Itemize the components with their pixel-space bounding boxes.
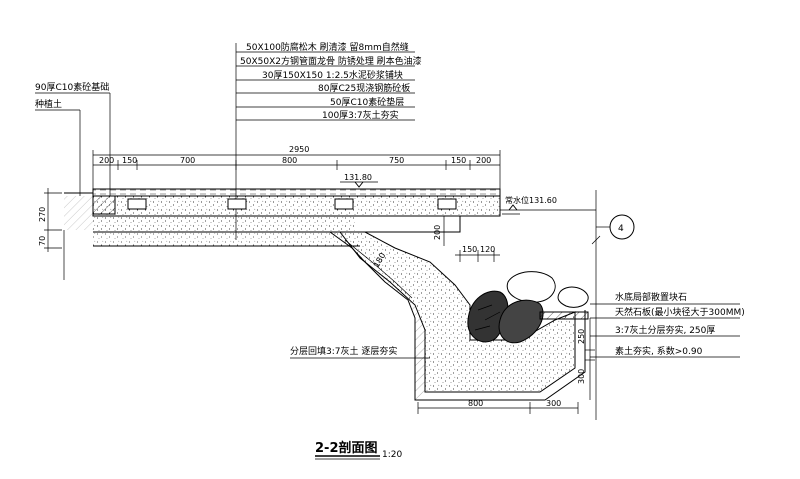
right-dimensions: 250 300 [577, 318, 595, 400]
dim-left-70: 70 [38, 236, 47, 246]
planting-soil [63, 192, 93, 280]
fill-note-group: 分层回填3:7灰土 逐层夯实 [290, 345, 430, 359]
right-note-1: 水底局部散置块石 [615, 291, 687, 303]
dim-bottom-300: 300 [546, 399, 561, 408]
water-level: 常水位131.60 4 [500, 190, 635, 420]
dim-seg-1: 200 [99, 156, 114, 165]
layer-note-1: 50X100防腐松木 刷清漆 留8mm自然缝 [246, 41, 409, 53]
dim-seg-5: 750 [389, 156, 404, 165]
left-notes: 90厚C10素砼基础 种植土 [35, 81, 111, 196]
dim-right-300: 300 [577, 369, 586, 384]
right-notes: 水底局部散置块石 天然石板(最小块径大于300MM) 3:7灰土分层夯实, 25… [590, 291, 745, 358]
dim-mid-150: 150 [462, 245, 477, 254]
bottom-dimensions: 800 300 [417, 399, 579, 414]
dim-seg-3: 700 [180, 156, 195, 165]
deck-structure: 131.80 [92, 173, 501, 247]
layer-note-4: 80厚C25现浇钢筋砼板 [318, 82, 410, 94]
dim-seg-2: 150 [122, 156, 137, 165]
layer-note-5: 50厚C10素砼垫层 [330, 96, 404, 108]
drawing-title: 2-2剖面图 1:20 [315, 440, 402, 460]
dim-mid-120: 120 [480, 245, 495, 254]
dim-total: 2950 [289, 145, 309, 154]
left-note-foundation: 90厚C10素砼基础 [35, 81, 109, 93]
dim-seg-4: 800 [282, 156, 297, 165]
pond-bed: 180 [329, 231, 586, 401]
rocks [467, 271, 589, 344]
elev-water: 常水位131.60 [505, 195, 557, 205]
right-note-2: 天然石板(最小块径大于300MM) [615, 306, 745, 318]
dim-seg-7: 200 [476, 156, 491, 165]
layer-note-3: 30厚150X150 1:2.5水泥砂浆铺块 [262, 69, 403, 81]
left-dimensions: 270 70 [38, 188, 62, 252]
layer-note-2: 50X50X2方钢管面龙骨 防锈处理 刷本色油漆 [240, 55, 422, 67]
left-note-soil: 种植土 [35, 98, 62, 110]
dim-seg-6: 150 [451, 156, 466, 165]
right-note-3: 3:7灰土分层夯实, 250厚 [615, 324, 715, 336]
title-main: 2-2剖面图 [315, 440, 378, 456]
section-marker: 4 [618, 224, 624, 234]
title-scale: 1:20 [382, 450, 402, 460]
right-note-4: 素土夯实, 系数>0.90 [615, 345, 703, 357]
layer-note-6: 100厚3:7灰土夯实 [322, 109, 399, 121]
elev-deck: 131.80 [344, 173, 372, 182]
middle-dimensions: 200 150 120 [433, 216, 500, 262]
dim-bottom-800: 800 [468, 399, 483, 408]
dim-right-250: 250 [577, 329, 586, 344]
dim-left-270: 270 [38, 207, 47, 222]
dim-mid-200: 200 [433, 225, 442, 240]
layer-notes: 50X100防腐松木 刷清漆 留8mm自然缝 50X50X2方钢管面龙骨 防锈处… [235, 41, 422, 240]
fill-note: 分层回填3:7灰土 逐层夯实 [290, 345, 397, 357]
top-dimensions: 2950 200 150 700 800 750 150 200 [92, 145, 501, 192]
